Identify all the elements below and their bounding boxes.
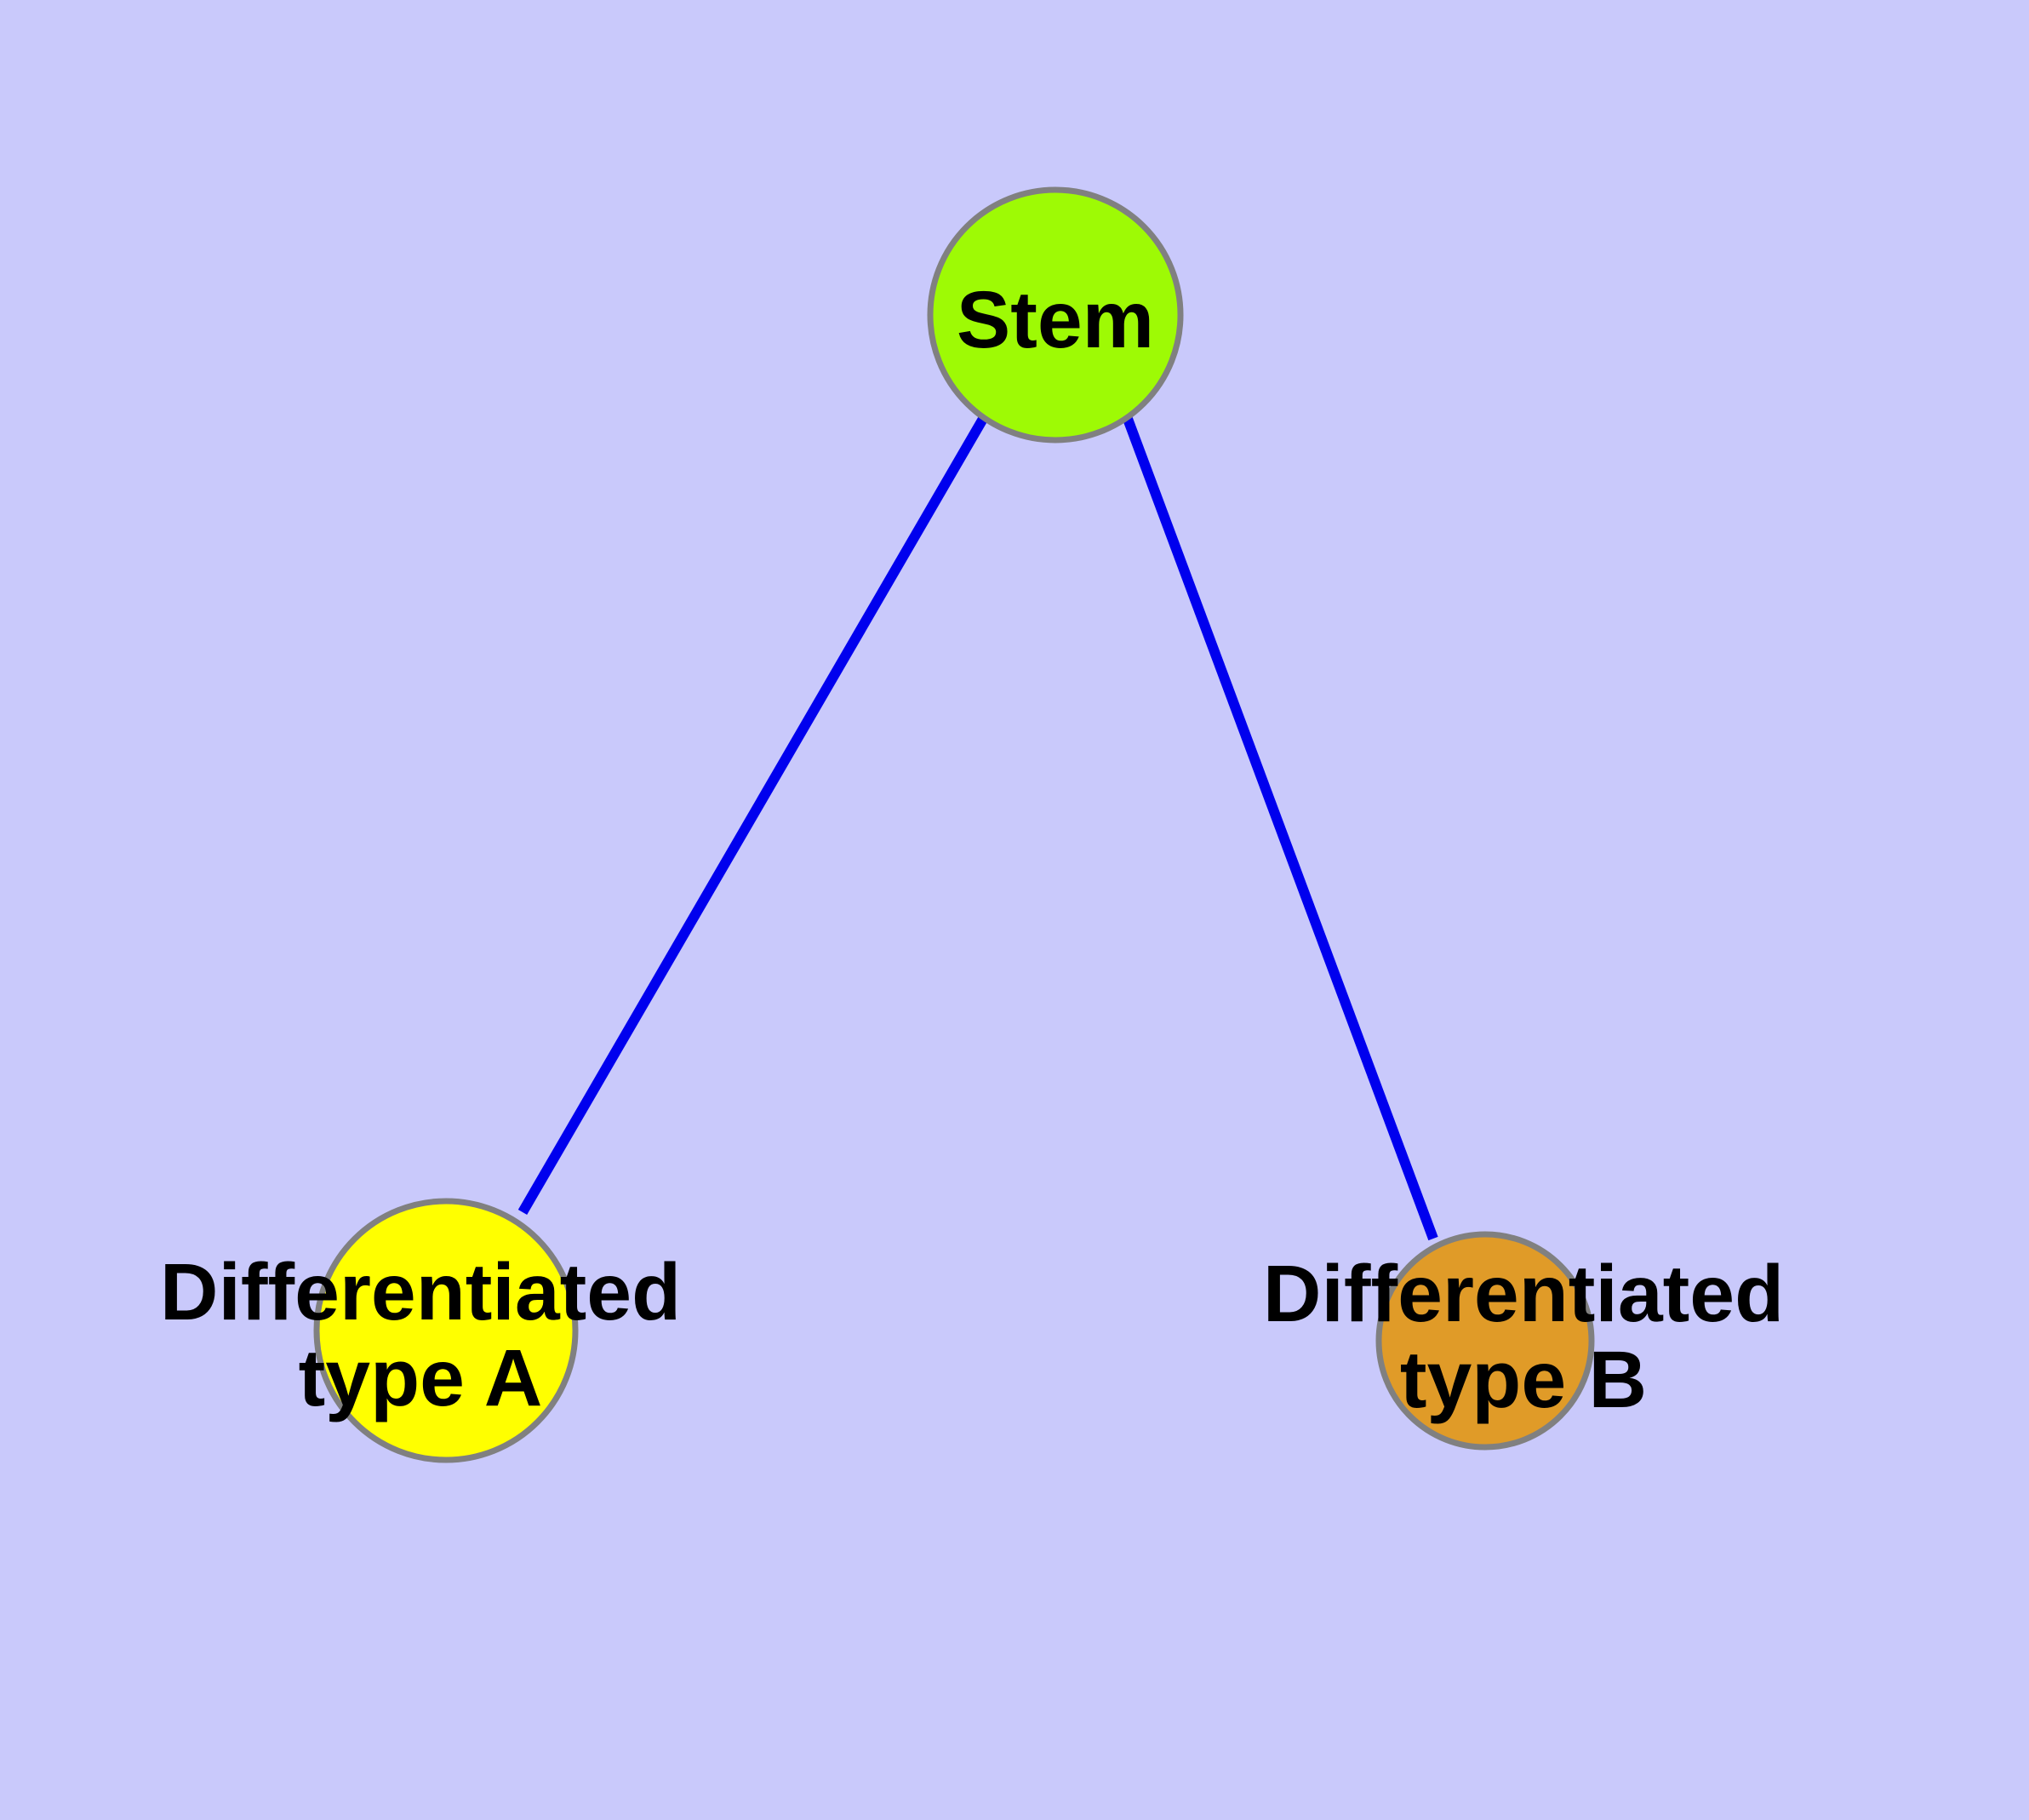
node-label-stem: Stem: [957, 275, 1154, 365]
node-differentiated-type-b[interactable]: [1375, 1231, 1595, 1451]
nodes-group: [313, 186, 1595, 1463]
edge-stem-to-differentiated-type-a[interactable]: [517, 415, 988, 1216]
node-differentiated-type-a[interactable]: [313, 1198, 579, 1463]
node-stem[interactable]: [927, 186, 1184, 444]
edge-stem-to-differentiated-type-b[interactable]: [1123, 416, 1438, 1241]
edges-group: [517, 415, 1438, 1241]
